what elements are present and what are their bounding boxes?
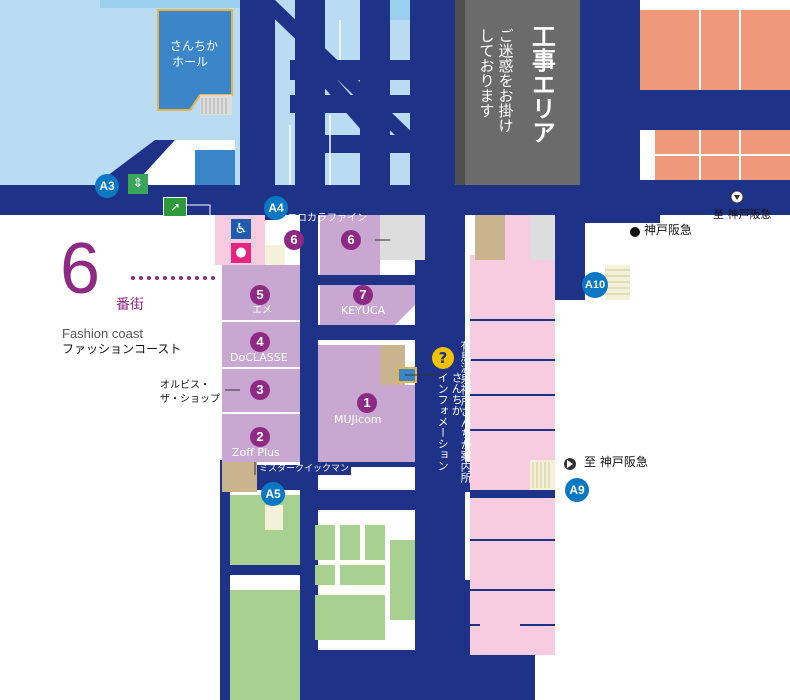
shop-name-6[interactable]: ココカラファイン xyxy=(287,213,367,224)
shop-number-6-right[interactable]: 6 xyxy=(341,230,361,250)
shop-name-3-line1[interactable]: オルビス・ xyxy=(160,380,210,391)
question-icon[interactable]: ? xyxy=(432,347,454,369)
elevator-icon: ⇕ xyxy=(128,174,148,194)
construction-zone xyxy=(465,0,580,185)
shop-number-5[interactable]: 5 xyxy=(250,285,270,305)
shop-name-2[interactable]: Zoff Plus xyxy=(232,446,280,459)
shop-number-3[interactable]: 3 xyxy=(250,380,270,400)
construction-note-line1: ご迷惑をお掛け xyxy=(496,28,515,133)
kobe-hankyu-label: 神戸阪急 xyxy=(644,223,693,237)
construction-note-line2: しております xyxy=(477,28,496,118)
hall-name-line1: さんちか xyxy=(170,39,219,53)
shop-name-1[interactable]: MUJIcom xyxy=(334,413,382,426)
exit-a3[interactable]: A3 xyxy=(95,174,119,198)
shop-name-5[interactable]: エメ xyxy=(252,305,272,316)
shop-name-4[interactable]: DoCLASSE xyxy=(230,351,288,364)
shop-number-2[interactable]: 2 xyxy=(250,427,270,447)
kobe-hankyu-dot xyxy=(630,227,640,237)
to-kobe-hankyu-right: 至 神戸阪急 xyxy=(584,455,648,469)
mister-quick-man-label: ミスタークイックマン xyxy=(257,464,352,475)
shop-block-7 xyxy=(320,285,415,325)
escalator-icon: ↗ xyxy=(163,197,187,217)
exit-a9[interactable]: A9 xyxy=(565,478,589,502)
info-label-line1: さんちか xyxy=(450,372,464,416)
arima-info-label: 有馬温泉神戸さんちか案内所 xyxy=(459,340,473,483)
exit-a10[interactable]: A10 xyxy=(582,272,608,298)
to-kobe-hankyu-top: 至 神戸阪急 xyxy=(713,208,772,221)
exit-a4[interactable]: A4 xyxy=(264,196,288,220)
shop-number-7[interactable]: 7 xyxy=(353,285,373,305)
district-suffix: 番街 xyxy=(116,297,144,313)
womens-restroom-icon: ● xyxy=(231,243,251,263)
district-number: 6 xyxy=(60,229,101,309)
district-name-en: Fashion coast xyxy=(62,326,143,341)
shop-number-6-left[interactable]: 6 xyxy=(284,230,304,250)
shop-number-4[interactable]: 4 xyxy=(250,332,270,352)
exit-a5[interactable]: A5 xyxy=(261,482,285,506)
wheelchair-icon: ♿ xyxy=(231,219,251,239)
hall-name-line2: ホール xyxy=(172,55,209,69)
district-name-ja: ファッションコースト xyxy=(62,342,182,356)
shop-name-7[interactable]: KEYUCA xyxy=(341,304,386,317)
info-label-line2: インフォメーション xyxy=(436,372,450,471)
shop-number-1[interactable]: 1 xyxy=(357,393,377,413)
construction-title: 工事エリア xyxy=(527,24,556,144)
shop-name-3-line2[interactable]: ザ・ショップ xyxy=(160,394,220,405)
